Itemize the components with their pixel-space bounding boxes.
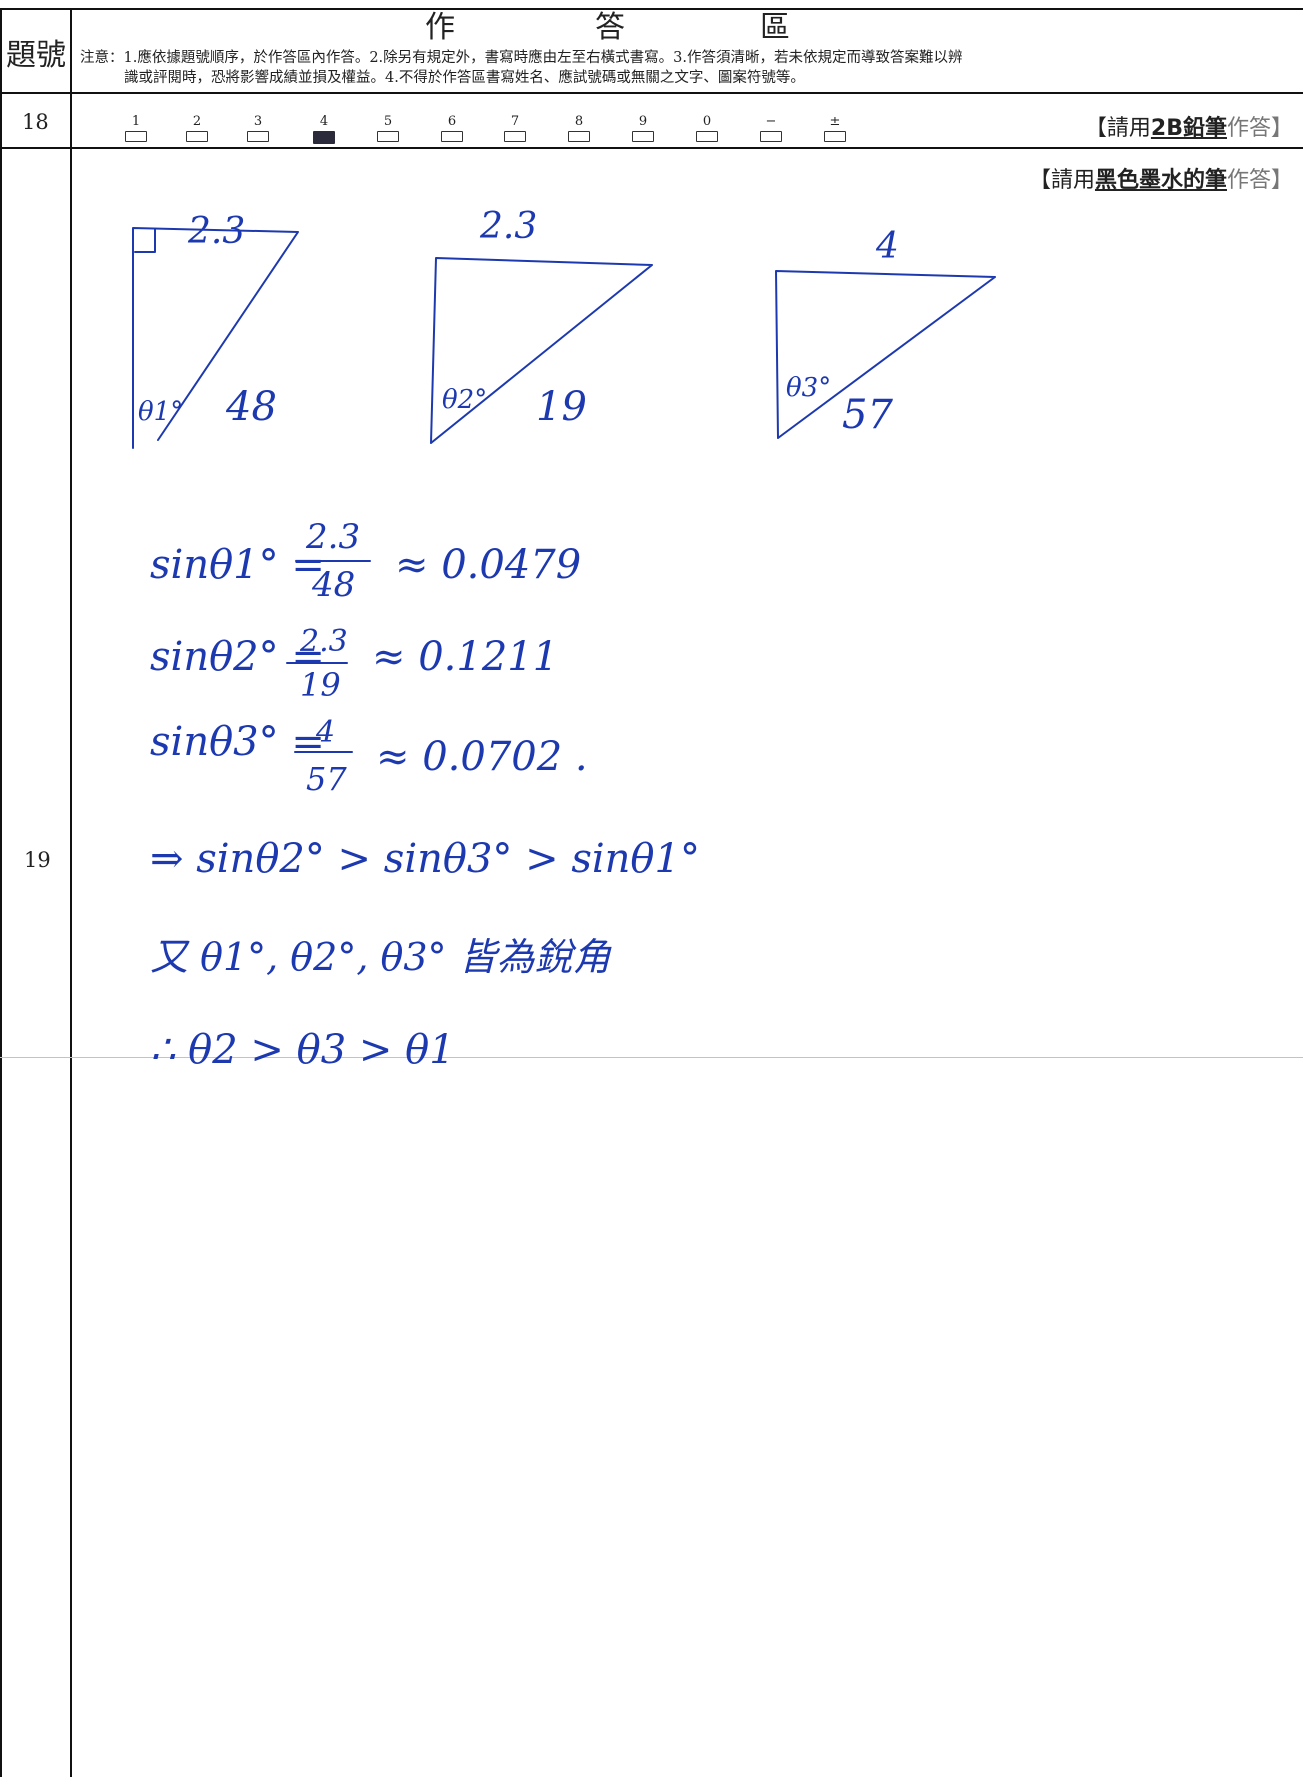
conclusion-acute-angles: 又 θ1°, θ2°, θ3° 皆為銳角 [150,935,613,979]
bubble-box [696,131,718,142]
tri3-hyp-label: 57 [842,392,893,438]
bubble-label: 9 [638,114,648,129]
bubble-box [186,131,208,142]
bubble-label: 4 [319,114,329,129]
instruction-bold: 黑色墨水的筆 [1094,168,1227,193]
frame-left [0,8,2,1777]
bubble-box [441,131,463,142]
bubble-label: 6 [447,114,457,129]
sin2-den: 19 [300,666,341,704]
bubble-box [568,131,590,142]
triangle-2 [430,257,653,444]
right-angle-mark [134,228,156,253]
sin1-lhs: sinθ1° = [150,542,325,588]
sin1-rhs: ≈ 0.0479 [395,542,581,588]
bubble-9[interactable]: 9 [632,115,654,142]
sin2-num: 2.3 [299,624,348,659]
bubble-label: 0 [702,114,712,129]
bubble-6[interactable]: 6 [441,115,463,142]
column-divider [70,8,72,1777]
sin3-rhs: ≈ 0.0702 . [376,734,588,780]
bubble-box [632,131,654,142]
title-char-3: 區 [760,10,790,45]
cyan-guide-line [0,1057,1303,1058]
bubble-label: 5 [383,114,393,129]
bubble-box [824,131,846,142]
tri2-hyp-label: 19 [536,384,587,430]
tri2-top-label: 2.3 [479,206,537,247]
bubble-label: 8 [574,114,584,129]
instruction-suffix: 作答】 [1226,168,1293,193]
tri3-top-label: 4 [875,226,899,267]
bubble-8[interactable]: 8 [568,115,590,142]
bubble-0[interactable]: 0 [696,115,718,142]
bubble-4-selected[interactable]: 4 [313,115,335,144]
q18-number: 18 [22,110,49,134]
tri3-angle-label: θ3° [786,373,831,403]
bubble-box [125,131,147,142]
bubble-label: 7 [510,114,520,129]
header-bottom-line [0,92,1303,94]
triangle-3 [775,270,996,439]
bubble-box [377,131,399,142]
q18-bottom-line [0,147,1303,149]
sin1-den: 48 [311,565,355,605]
tri1-hyp-label: 48 [225,384,277,430]
tri2-angle-label: θ2° [442,385,487,415]
title-char-2: 答 [595,10,625,45]
bubble-5[interactable]: 5 [377,115,399,142]
bubble-1[interactable]: 1 [125,115,147,142]
bubble-box [247,131,269,142]
bubble-box [504,131,526,142]
instruction-prefix: 【請用 [1028,168,1095,193]
title-char-1: 作 [425,10,455,45]
question-number-header: 題號 [6,38,66,73]
instruction-prefix: 【請用 [1084,116,1151,141]
bubble-box [313,131,335,144]
sin3-lhs: sinθ3° = [150,719,325,765]
sin2-rhs: ≈ 0.1211 [372,634,558,680]
sin2-lhs: sinθ2° = [150,634,325,680]
bubble-label: 2 [192,114,202,129]
tri1-top-label: 2.3 [187,211,245,252]
bubble-label: − [765,114,777,129]
sin3-num: 4 [315,715,335,750]
triangle-1 [132,227,299,449]
notice-line-1: 注意：1.應依據題號順序，於作答區內作答。2.除另有規定外，書寫時應由左至右橫式… [80,50,963,66]
final-answer: ∴ θ2 > θ3 > θ1 [150,1027,455,1073]
bubble-label: 1 [131,114,141,129]
sin1-num: 2.3 [305,517,360,557]
notice-line-2: 識或評閱時，恐將影響成績並損及權益。4.不得於作答區書寫姓名、應試號碼或無關之文… [124,70,805,86]
bubble-label: 3 [253,114,263,129]
bubble-minus[interactable]: − [760,115,782,142]
q19-number: 19 [24,848,51,872]
bubble-2[interactable]: 2 [186,115,208,142]
conclusion-inequality: ⇒ sinθ2° > sinθ3° > sinθ1° [150,836,700,882]
bubble-3[interactable]: 3 [247,115,269,142]
instruction-bold: 2B鉛筆 [1150,116,1227,141]
bubble-box [760,131,782,142]
bubble-plus-minus[interactable]: ± [824,115,846,142]
frame-top [0,8,1303,10]
q18-instruction: 【請用2B鉛筆作答】 [1085,110,1293,142]
bubble-7[interactable]: 7 [504,115,526,142]
q19-instruction: 【請用黑色墨水的筆作答】 [1029,162,1293,194]
sin3-den: 57 [306,760,347,798]
tri1-angle-label: θ1° [138,397,183,427]
instruction-suffix: 作答】 [1226,116,1293,141]
bubble-label: ± [829,114,841,129]
